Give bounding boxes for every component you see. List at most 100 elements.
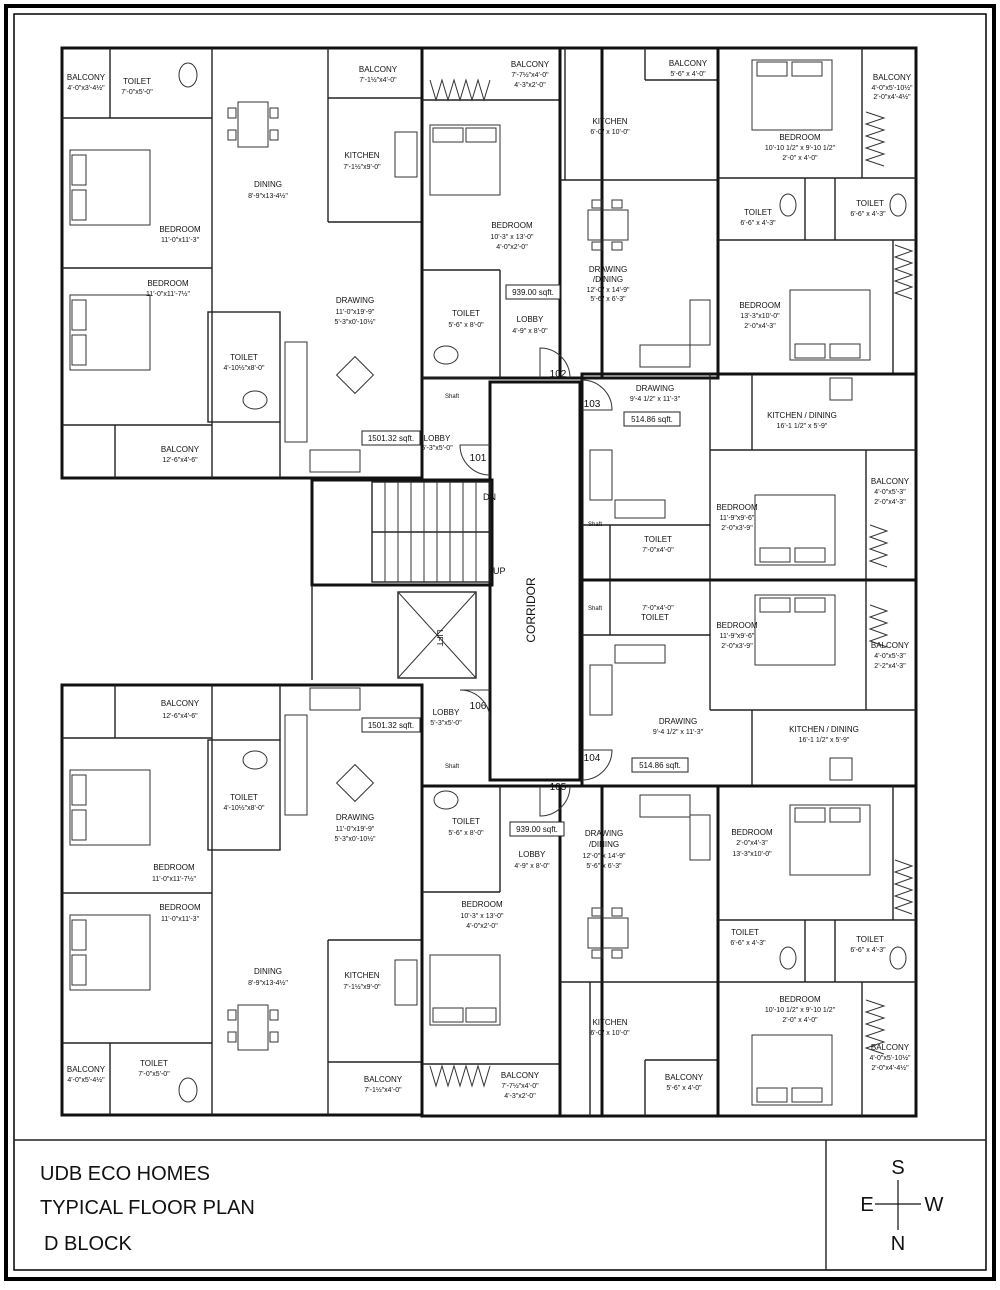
- room-dim: 16'-1 1/2" x 5'-9": [799, 737, 850, 744]
- room-dim: 12'-6"x4'-6": [162, 713, 198, 720]
- room-name: TOILET: [731, 928, 759, 937]
- room-dim: 5'-6" x 6'-3": [590, 296, 626, 303]
- area-tag: 1501.32 sqft.: [368, 434, 414, 443]
- room-dim: 5'-3"x5'-0": [430, 720, 462, 727]
- room-dim: 4'-10½"x8'-0": [223, 364, 265, 372]
- room-name: BALCONY: [501, 1071, 540, 1080]
- room-dim: 2'-2"x4'-3": [874, 663, 906, 670]
- room-dim: 10'-10 1/2" x 9'-10 1/2": [765, 1007, 836, 1014]
- room-name: TOILET: [644, 535, 672, 544]
- room-name: KITCHEN: [344, 151, 379, 160]
- door-104-label: 104: [584, 753, 601, 764]
- room-dim: 7'-1½"x4'-0": [359, 76, 397, 84]
- project-title: UDB ECO HOMES: [40, 1163, 210, 1185]
- area-tags: 1501.32 sqft. 939.00 sqft. 514.86 sqft. …: [361, 284, 689, 837]
- room-name: KITCHEN: [592, 117, 627, 126]
- room-dim: 5'-6" x 6'-3": [586, 863, 622, 870]
- room-dim: 4'-0"x5'-10½": [871, 84, 913, 92]
- room-dim: 6'-6" x 4'-3": [730, 940, 766, 947]
- room-name: TOILET: [452, 309, 480, 318]
- plan-title: TYPICAL FLOOR PLAN: [40, 1197, 255, 1219]
- room-name: /DINING: [593, 275, 623, 284]
- room-name: TOILET: [744, 208, 772, 217]
- room-dim: 4'-0"x5'-10½": [869, 1054, 911, 1062]
- area-tag: 1501.32 sqft.: [368, 721, 414, 730]
- room-dim: 11'-0"x19'-9": [336, 826, 375, 833]
- shaft-label: Shaft: [588, 522, 602, 528]
- room-dim: 5'-6" x 4'-0": [666, 1085, 702, 1092]
- room-dim: 2'-0"x3'-9": [721, 643, 753, 650]
- room-dim: 4'-0"x5'-3": [874, 653, 906, 660]
- room-dim: 4'-10½"x8'-0": [223, 804, 265, 812]
- room-dim: 11'-9"x9'-6": [720, 633, 755, 640]
- shaft-label: Shaft: [445, 764, 459, 770]
- room-name: KITCHEN / DINING: [767, 411, 837, 420]
- room-name: LOBBY: [433, 708, 460, 717]
- room-dim: 9'-4 1/2" x 11'-3": [630, 396, 681, 403]
- room-name: BEDROOM: [147, 279, 189, 288]
- room-dim: 4'-0"x2'-0": [466, 923, 498, 930]
- furniture: [69, 59, 914, 1106]
- room-name: TOILET: [641, 613, 669, 622]
- room-name: LOBBY: [424, 434, 451, 443]
- room-dim: 7'-1½"x4'-0": [364, 1086, 402, 1094]
- room-dim: 12'-0" x 14'-9": [586, 287, 630, 294]
- corridor-label: CORRIDOR: [524, 577, 538, 643]
- room-name: DRAWING: [336, 296, 374, 305]
- room-dim: 5'-6" x 4'-0": [670, 71, 706, 78]
- title-block: UDB ECO HOMES TYPICAL FLOOR PLAN D BLOCK: [40, 1163, 255, 1255]
- room-name: BEDROOM: [716, 621, 758, 630]
- shaft-label: Shaft: [588, 606, 602, 612]
- room-name: DRAWING: [589, 265, 627, 274]
- room-dim: 5'-6" x 8'-0": [448, 322, 484, 329]
- room-dim: 2'-0"x4'-4½": [871, 1064, 909, 1072]
- room-dim: 2'-0" x 4'-0": [782, 1017, 818, 1024]
- room-name: DRAWING: [585, 829, 623, 838]
- room-name: TOILET: [123, 77, 151, 86]
- room-dim: 11'-0"x11'-3": [161, 237, 200, 244]
- room-name: DINING: [254, 180, 282, 189]
- room-dim: 2'-0"x4'-4½": [873, 93, 911, 101]
- compass-right-label: W: [925, 1194, 944, 1216]
- room-name: BALCONY: [871, 477, 910, 486]
- room-name: TOILET: [856, 935, 884, 944]
- door-102-label: 102: [550, 369, 567, 380]
- room-dim: 2'-0"x4'-3": [736, 840, 768, 847]
- shaft-label: Shaft: [445, 394, 459, 400]
- room-dim: 7'-1½"x9'-0": [343, 163, 381, 171]
- room-dim: 4'-9" x 8'-0": [512, 328, 548, 335]
- room-dim: 7'-1½"x9'-0": [343, 983, 381, 991]
- room-name: TOILET: [140, 1059, 168, 1068]
- sheet-border: [4, 4, 996, 1281]
- room-dim: 12'-0" x 14'-9": [582, 853, 626, 860]
- room-dim: 2'-0" x 4'-0": [782, 155, 818, 162]
- room-name: DRAWING: [636, 384, 674, 393]
- room-name: BALCONY: [669, 59, 708, 68]
- room-dim: 11'-9"x9'-6": [720, 515, 755, 522]
- room-name: DINING: [254, 967, 282, 976]
- room-name: TOILET: [230, 793, 258, 802]
- area-tag: 939.00 sqft.: [512, 288, 554, 297]
- room-name: BALCONY: [871, 641, 910, 650]
- room-dim: 2'-0"x4'-3": [744, 323, 776, 330]
- room-name: BEDROOM: [461, 900, 503, 909]
- room-dim: 7'-7½"x4'-0": [511, 71, 549, 79]
- block-title: D BLOCK: [44, 1233, 132, 1255]
- room-dim: 5'-3"x5'-0": [421, 445, 453, 452]
- room-dim: 12'-6"x4'-6": [162, 457, 198, 464]
- room-name: BEDROOM: [716, 503, 758, 512]
- compass-top-label: S: [891, 1157, 904, 1179]
- room-dim: 4'-9" x 8'-0": [514, 863, 550, 870]
- room-name: BEDROOM: [159, 903, 201, 912]
- door-105-label: 105: [550, 782, 567, 793]
- room-name: BEDROOM: [739, 301, 781, 310]
- room-dim: 13'-3"x10'-0": [732, 851, 772, 858]
- compass-bottom-label: N: [891, 1233, 905, 1255]
- room-name: BALCONY: [871, 1043, 910, 1052]
- room-dim: 2'-0"x4'-3": [874, 499, 906, 506]
- room-name: LOBBY: [517, 315, 544, 324]
- room-name: TOILET: [452, 817, 480, 826]
- room-dim: 10'-3" x 13'-0": [460, 913, 504, 920]
- room-name: TOILET: [856, 199, 884, 208]
